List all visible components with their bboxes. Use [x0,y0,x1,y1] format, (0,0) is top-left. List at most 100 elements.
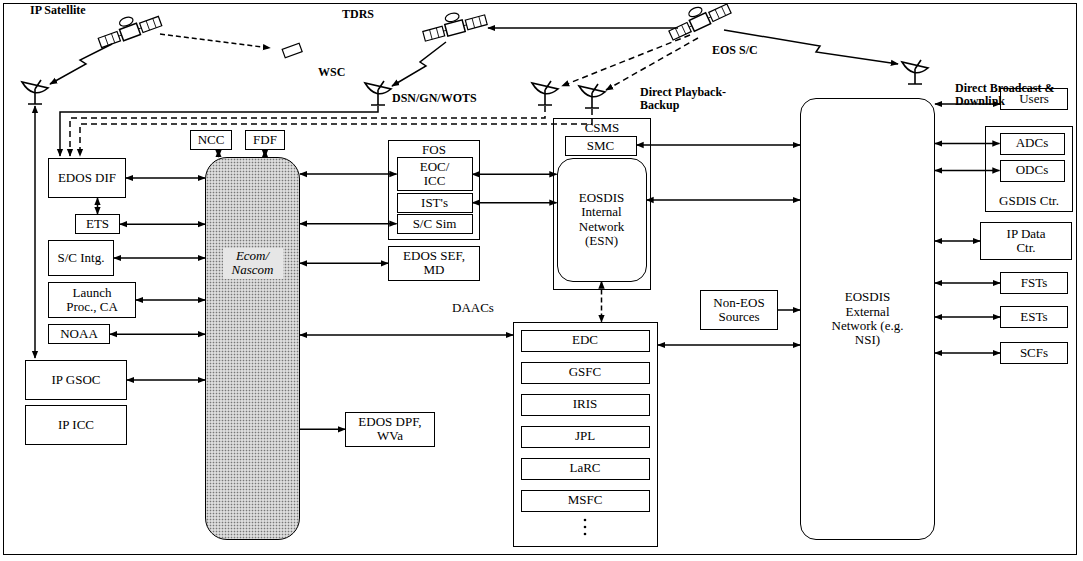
node-text: LaRC [569,461,600,475]
connector [935,352,1000,354]
node-text: ADCs [1016,136,1049,150]
system-box: IST's [397,193,473,213]
station-label: DSN/GN/WOTS [392,92,477,105]
user-box: ADCs [1000,133,1065,155]
node-text: ODCs [1016,163,1049,177]
system-box: EOC/ ICC [397,157,473,192]
connector [637,144,801,146]
data-center-box: LaRC [521,458,650,480]
connector [114,257,205,259]
source-box: Non-EOS Sources [700,290,778,330]
node-text: MSFC [568,493,603,507]
facility-box: EDOS DIF [48,158,126,198]
node-text: SMC [587,139,614,153]
node-text: GSFC [569,365,602,379]
connector [935,143,1000,145]
connector [136,299,205,301]
group-box: CSMS SMC EOSDIS Internal Network (ESN) [553,118,651,290]
connector [935,316,1000,318]
node-text: FDF [253,133,277,147]
user-box: SCFs [1000,342,1068,364]
node-text: EDOS DIF [58,171,116,185]
facility-box: ETS [75,214,120,234]
station-label: WSC [318,66,345,79]
node-text: DAACs [452,301,494,315]
network-cloud: EOSDIS External Network (e.g. NSI) [800,98,935,540]
node-text: NCC [198,133,225,147]
connector [126,177,205,179]
node-text: EDOS SEF, MD [399,249,469,278]
data-center-box: JPL [521,426,650,448]
node-text: EDC [572,333,598,347]
node-text: SCFs [1020,346,1048,360]
control-box: FDF [245,130,285,150]
facility-box: NOAA [48,324,110,344]
data-center-box: GSFC [521,362,650,384]
group-box: GSDIS Ctr. ADCsODCs [985,126,1073,212]
facility-box: EDOS DPF, WVa [345,412,435,447]
data-center-stack: DAACsEDCGSFCIRISJPLLaRCMSFC [513,322,658,547]
user-box: FSTs [1000,272,1068,294]
connector [300,263,388,265]
data-center-box: EDC [521,330,650,352]
node-text: EOSDIS External Network (e.g. NSI) [828,290,908,347]
connector [300,173,397,175]
station-label: Direct Playback- Backup [640,86,740,112]
node-text: IST's [421,196,448,210]
satellite-label: IP Satellite [30,4,86,17]
connector [264,150,266,157]
connector [97,198,99,214]
facility-box: IP ICC [25,405,127,445]
node-text: FSTs [1021,276,1048,290]
node-text: ESTs [1020,310,1047,324]
node-text: Launch Proc., CA [57,286,127,315]
connector [473,202,557,204]
satellite-label: EOS S/C [712,44,758,57]
node-text: CSMS [585,121,620,135]
node-text: Ecom/ Nascom [223,248,283,279]
connector [935,170,1000,172]
node-text: IP Data Ctr. [996,227,1056,256]
facility-box: IP GSOC [25,360,127,400]
user-box: IP Data Ctr. [980,222,1072,260]
connector [120,223,205,225]
connector [935,240,980,242]
node-text: NOAA [60,327,98,341]
connector [658,344,800,346]
connector [778,309,800,311]
system-box: S/C Sim [397,214,473,234]
data-center-box: IRIS [521,394,650,416]
connector [935,282,1000,284]
connector [110,333,205,335]
satellite-label: TDRS [342,8,374,21]
connector [300,223,397,225]
control-box: NCC [190,130,232,150]
facility-box: EDOS SEF, MD [388,246,480,281]
connector [473,174,557,176]
node-text: GSDIS Ctr. [999,194,1059,208]
connector [300,334,513,336]
data-center-box: MSFC [521,490,650,512]
connector [218,150,220,157]
connector [601,282,603,323]
node-text: JPL [575,429,595,443]
group-box: FOSEOC/ ICCIST'sS/C Sim [388,140,480,240]
node-text: EOC/ ICC [410,160,460,189]
node-text: S/C Sim [413,217,457,231]
network-cloud: EOSDIS Internal Network (ESN) [557,158,647,282]
system-box: SMC [565,136,637,156]
network-cloud: Ecom/ Nascom [205,157,300,540]
connector [647,199,801,201]
node-text: ETS [86,217,109,231]
station-label: Direct Broadcast & Downlink [955,82,1067,108]
node-text: EDOS DPF, WVa [355,415,425,444]
facility-box: S/C Intg. [48,240,114,276]
facility-box: Launch Proc., CA [48,282,136,318]
node-text: IRIS [573,397,598,411]
node-text: Non-EOS Sources [709,296,769,325]
user-box: ESTs [1000,306,1068,328]
node-text: IP GSOC [51,373,100,387]
connector [300,429,345,431]
user-box: ODCs [1000,160,1065,182]
